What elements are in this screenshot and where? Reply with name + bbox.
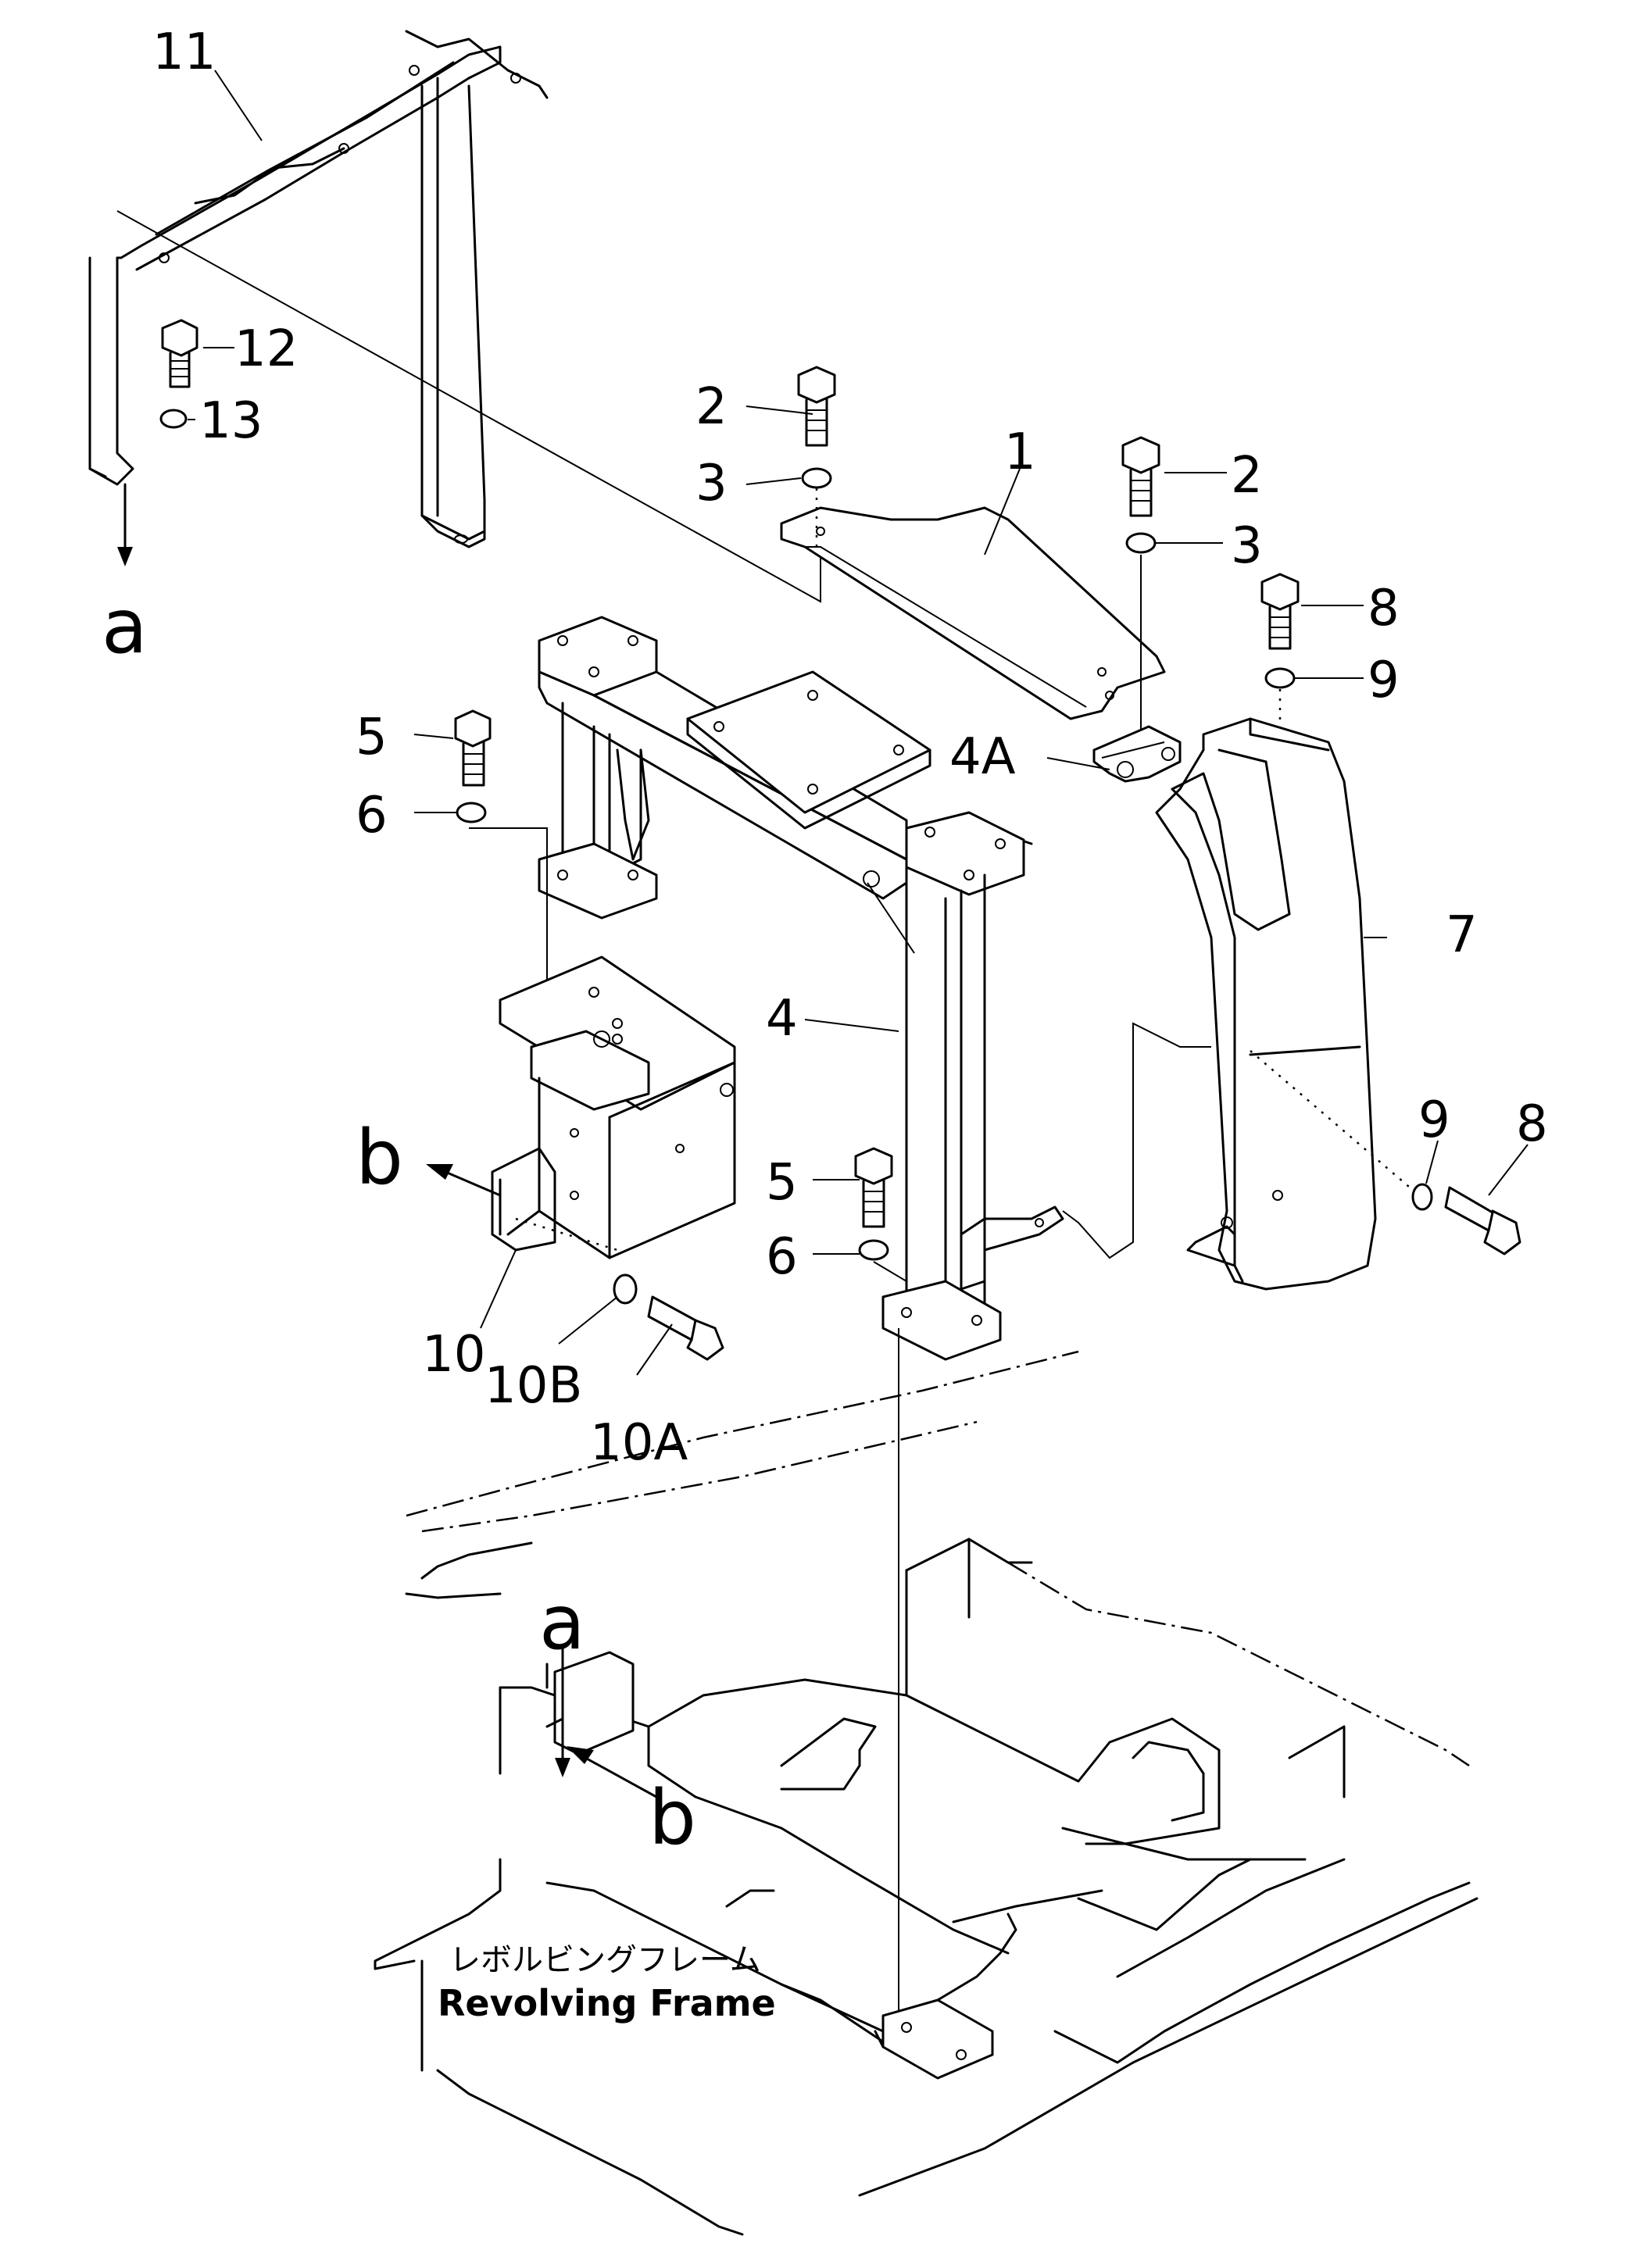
callout-3-left: 3 <box>695 455 728 513</box>
callout-10a: 10A <box>590 1414 688 1472</box>
callout-12: 12 <box>234 320 298 378</box>
callout-1: 1 <box>1004 423 1036 481</box>
part-1-cover-plate <box>780 506 1166 720</box>
frame-note-jp: レボルビングフレーム <box>449 1942 761 1978</box>
callout-10: 10 <box>422 1326 485 1384</box>
view-label-a-frame: a <box>539 1579 585 1666</box>
part-6-washer-middle <box>858 1239 889 1261</box>
callout-6-left: 6 <box>356 787 388 845</box>
part-6-washer-left <box>456 802 487 823</box>
view-label-b-left: b <box>356 1114 403 1202</box>
callout-10b: 10B <box>484 1357 582 1415</box>
part-8-bolt-right <box>1444 1186 1521 1255</box>
part-10b-washer <box>613 1273 638 1305</box>
callout-5-middle: 5 <box>766 1154 798 1212</box>
part-4a-bracket <box>1092 725 1182 783</box>
part-3-washer-right <box>1125 532 1157 554</box>
callout-13: 13 <box>199 392 263 450</box>
view-arrow-b-frame <box>567 1746 658 1798</box>
part-3-washer-left <box>801 467 832 489</box>
callout-4: 4 <box>766 990 798 1048</box>
part-9-washer-right <box>1411 1183 1433 1211</box>
leader-lines <box>188 70 1529 1376</box>
callout-8-top: 8 <box>1368 580 1400 638</box>
callout-6-middle: 6 <box>766 1228 798 1286</box>
part-10-lower-block <box>491 955 736 1259</box>
callout-4a: 4A <box>949 728 1016 786</box>
part-12-bolt <box>161 319 198 388</box>
part-2-bolt-left <box>797 366 836 447</box>
revolving-frame-outline <box>374 1350 1478 2236</box>
callout-3-right: 3 <box>1231 517 1263 575</box>
part-5-bolt-middle <box>854 1147 893 1228</box>
callout-5-left: 5 <box>356 709 388 766</box>
part-10a-bolt <box>647 1295 724 1361</box>
callout-7: 7 <box>1446 906 1478 964</box>
part-5-bolt-left <box>454 709 492 787</box>
part-2-bolt-right <box>1121 436 1160 517</box>
callout-8-right: 8 <box>1516 1095 1548 1153</box>
view-label-a-top: a <box>102 583 148 670</box>
part-9-washer-top <box>1264 667 1296 689</box>
part-8-bolt-top <box>1260 573 1300 650</box>
view-label-b-frame: b <box>649 1774 696 1862</box>
part-13-washer <box>159 409 188 429</box>
callout-9-top: 9 <box>1368 652 1400 709</box>
callout-9-right: 9 <box>1418 1091 1450 1149</box>
callout-11: 11 <box>152 23 216 81</box>
part-11-bracket <box>88 30 549 548</box>
callout-2-right: 2 <box>1231 447 1263 505</box>
view-arrow-a-top <box>117 483 133 566</box>
part-7-side-cover <box>1155 717 1377 1291</box>
part-4-main-frame <box>538 616 1064 1361</box>
frame-note-en: Revolving Frame <box>438 1982 776 2024</box>
callout-2-left: 2 <box>695 378 728 436</box>
view-arrow-a-frame <box>555 1643 570 1777</box>
view-arrow-b-left <box>426 1164 502 1197</box>
